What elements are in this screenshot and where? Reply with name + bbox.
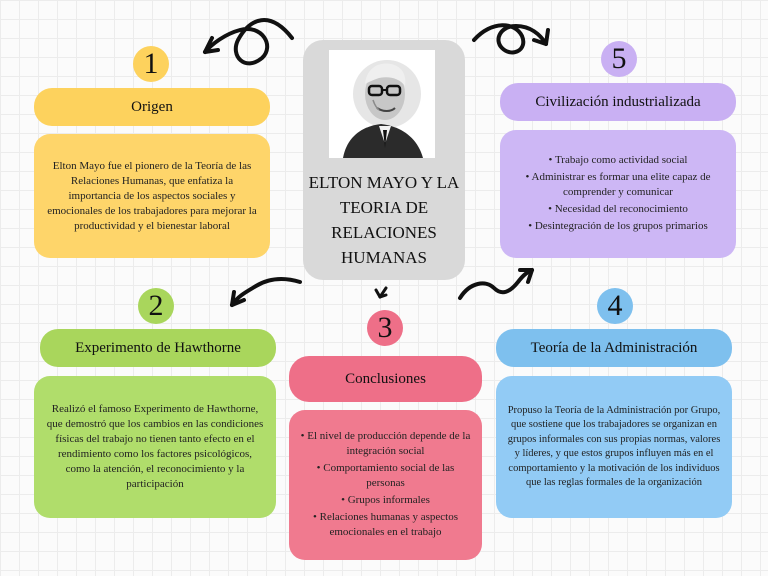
section-5-title: Civilización industrializada (500, 83, 736, 121)
section-2-card: Realizó el famoso Experimento de Hawthor… (34, 376, 276, 518)
arrow-to-civilizacion (472, 23, 548, 55)
list-item: El nivel de producción depende de la int… (299, 429, 472, 459)
section-4-number: 4 (597, 288, 633, 324)
list-item: Desintegración de los grupos primarios (510, 219, 726, 234)
list-item: Necesidad del reconocimiento (510, 202, 726, 217)
section-1-number: 1 (133, 46, 169, 82)
section-2-number: 2 (138, 288, 174, 324)
section-5-number: 5 (601, 41, 637, 77)
section-3-card: El nivel de producción depende de la int… (289, 410, 482, 560)
section-2-text: Realizó el famoso Experimento de Hawthor… (46, 403, 264, 490)
section-4-text: Propuso la Teoría de la Administración p… (507, 404, 721, 489)
list-item: Comportamiento social de las personas (299, 461, 472, 491)
list-item: Relaciones humanas y aspectos emocionale… (299, 510, 472, 540)
section-2-title: Experimento de Hawthorne (40, 329, 276, 367)
center-title: ELTON MAYO Y LA TEORIA DE RELACIONES HUM… (308, 173, 460, 267)
section-3-list: El nivel de producción depende de la int… (299, 429, 472, 542)
arrow-to-origen (203, 18, 294, 66)
section-1-card: Elton Mayo fue el pionero de la Teoría d… (34, 134, 270, 258)
arrow-to-teoria (458, 268, 534, 300)
elton-mayo-portrait (329, 50, 435, 158)
section-1-title: Origen (34, 88, 270, 126)
section-3-title: Conclusiones (289, 356, 482, 402)
section-4-title: Teoría de la Administración (496, 329, 732, 367)
section-5-list: Trabajo como actividad social Administra… (510, 153, 726, 236)
list-item: Grupos informales (299, 493, 472, 508)
arrow-to-hawthorne (230, 277, 302, 307)
list-item: Trabajo como actividad social (510, 153, 726, 168)
section-5-card: Trabajo como actividad social Administra… (500, 130, 736, 258)
list-item: Administrar es formar una elite capaz de… (510, 170, 726, 200)
section-1-text: Elton Mayo fue el pionero de la Teoría d… (47, 159, 257, 232)
section-4-card: Propuso la Teoría de la Administración p… (496, 376, 732, 518)
section-3-number: 3 (367, 310, 403, 346)
